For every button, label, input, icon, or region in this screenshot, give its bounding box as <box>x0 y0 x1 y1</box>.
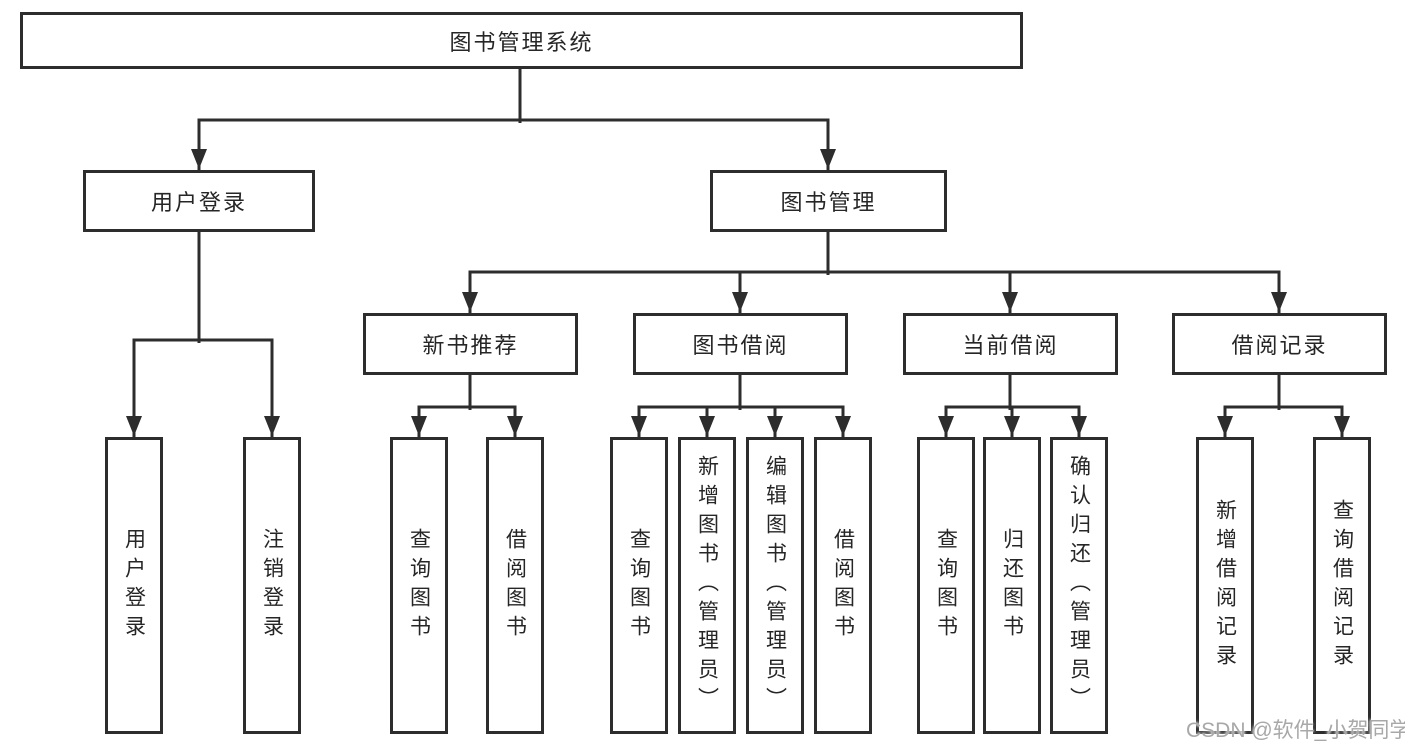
leaf-logout: 注销登录 <box>243 437 301 734</box>
leaf-return-books-label: 归还图书 <box>1000 527 1024 644</box>
leaf-borrow-books-borrow: 借阅图书 <box>814 437 872 734</box>
leaf-query-books-borrow-label: 查询图书 <box>627 527 651 644</box>
leaf-query-books-recommend-label: 查询图书 <box>407 527 431 644</box>
leaf-add-borrow-record: 新增借阅记录 <box>1196 437 1254 734</box>
leaf-add-books-admin: 新增图书（管理员） <box>678 437 736 734</box>
leaf-query-books-recommend: 查询图书 <box>390 437 448 734</box>
node-new-book-recommendation-label: 新书推荐 <box>422 333 519 358</box>
leaf-query-books-current-label: 查询图书 <box>934 527 958 644</box>
leaf-borrow-books-borrow-label: 借阅图书 <box>831 527 855 644</box>
csdn-watermark: CSDN @软件_小贺同学 <box>1186 719 1405 742</box>
node-library-system-label: 图书管理系统 <box>449 29 594 55</box>
node-current-borrowing: 当前借阅 <box>903 313 1118 375</box>
node-new-book-recommendation: 新书推荐 <box>363 313 578 375</box>
node-borrowing-records-label: 借阅记录 <box>1231 333 1328 358</box>
leaf-borrow-books-recommend-label: 借阅图书 <box>503 527 527 644</box>
node-current-borrowing-label: 当前借阅 <box>962 333 1059 358</box>
node-book-management: 图书管理 <box>710 170 947 232</box>
node-book-borrowing: 图书借阅 <box>633 313 848 375</box>
leaf-confirm-return-admin: 确认归还（管理员） <box>1050 437 1108 734</box>
leaf-user-login: 用户登录 <box>105 437 163 734</box>
leaf-return-books: 归还图书 <box>983 437 1041 734</box>
leaf-borrow-books-recommend: 借阅图书 <box>486 437 544 734</box>
leaf-add-borrow-record-label: 新增借阅记录 <box>1213 498 1237 673</box>
leaf-confirm-return-admin-label: 确认归还（管理员） <box>1067 455 1091 716</box>
node-user-login: 用户登录 <box>83 170 315 232</box>
leaf-add-books-admin-label: 新增图书（管理员） <box>695 455 719 716</box>
node-book-borrowing-label: 图书借阅 <box>692 333 789 358</box>
leaf-edit-books-admin: 编辑图书（管理员） <box>746 437 804 734</box>
leaf-query-books-borrow: 查询图书 <box>610 437 668 734</box>
node-library-system: 图书管理系统 <box>20 12 1023 69</box>
node-user-login-label: 用户登录 <box>150 190 247 215</box>
leaf-query-borrow-record-label: 查询借阅记录 <box>1330 498 1354 673</box>
leaf-query-books-current: 查询图书 <box>917 437 975 734</box>
leaf-logout-label: 注销登录 <box>260 527 284 644</box>
node-borrowing-records: 借阅记录 <box>1172 313 1387 375</box>
leaf-user-login-label: 用户登录 <box>122 527 146 644</box>
leaf-edit-books-admin-label: 编辑图书（管理员） <box>763 455 787 716</box>
leaf-query-borrow-record: 查询借阅记录 <box>1313 437 1371 734</box>
node-book-management-label: 图书管理 <box>780 190 877 215</box>
